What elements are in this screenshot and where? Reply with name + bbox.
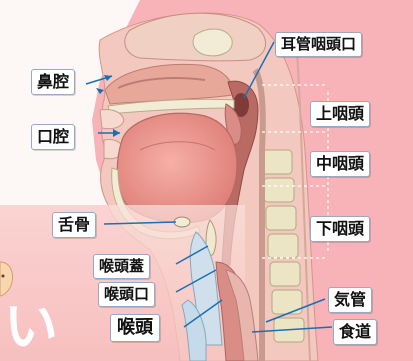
label-oral-cavity: 口腔 [31, 124, 75, 150]
cartoon-eye [2, 275, 5, 278]
label-hyoid: 舌骨 [52, 212, 96, 238]
label-nasal-cavity: 鼻腔 [31, 69, 75, 95]
sphenoid-bone [193, 29, 232, 56]
label-laryngeal-inlet: 喉頭口 [98, 282, 155, 307]
hyoid-bone [174, 217, 190, 227]
label-esophagus: 食道 [333, 319, 377, 345]
label-epiglottis: 喉頭蓋 [93, 254, 150, 279]
label-hypopharynx: 下咽頭 [310, 216, 370, 242]
label-eustachian-opening: 耳管咽頭口 [275, 32, 362, 57]
label-nasopharynx: 上咽頭 [310, 101, 370, 127]
label-oropharynx: 中咽頭 [310, 151, 370, 177]
label-larynx: 喉頭 [110, 314, 160, 342]
label-trachea: 気管 [328, 287, 372, 313]
stray-large-text: い [4, 300, 58, 354]
